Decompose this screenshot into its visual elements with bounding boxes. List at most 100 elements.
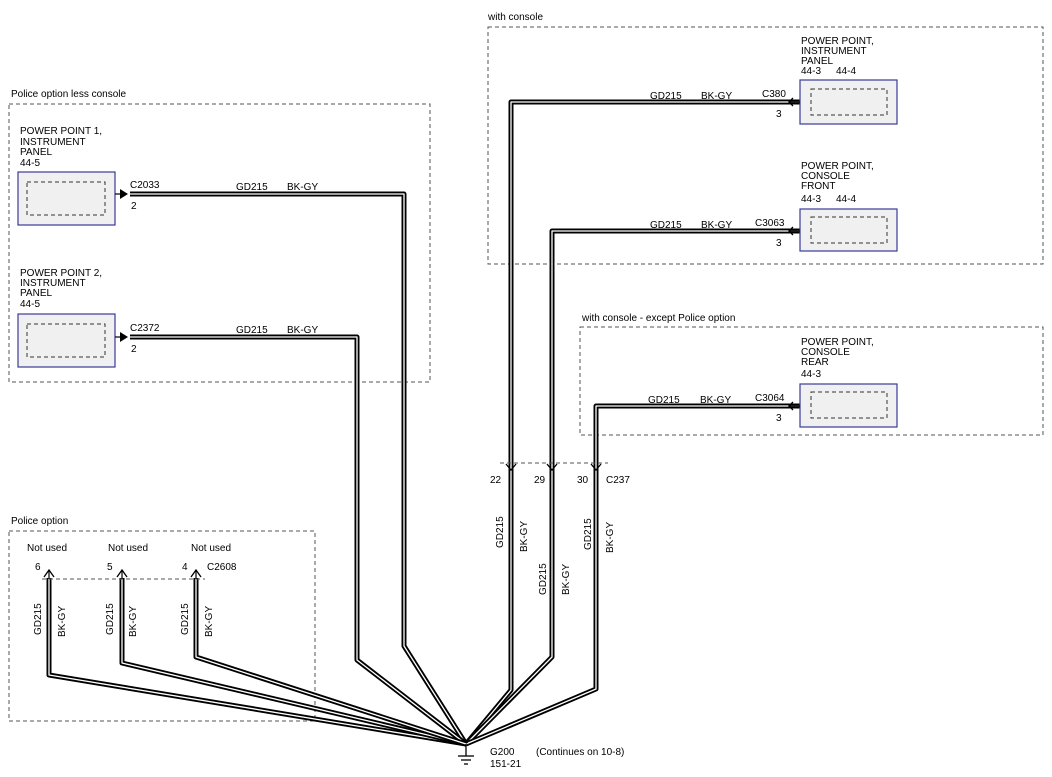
wire-color-label: BK-GY	[561, 564, 572, 595]
connector-c2372: C2372 2	[115, 323, 160, 355]
component-label-line2: CONSOLE	[801, 347, 850, 358]
connector-c2608: Not used Not used Not used 6 5 4 C2608	[27, 543, 237, 580]
connector-c3063: C3063 3	[755, 218, 800, 249]
component-power-point-instrument-panel: POWER POINT, INSTRUMENT PANEL 44-3 44-4	[799, 36, 898, 125]
ground-id: G200	[490, 747, 515, 758]
connector-id: C237	[606, 475, 630, 486]
wire-harness	[46, 99, 800, 747]
connector-c2033: C2033 2	[115, 180, 160, 212]
component-ref-1: 44-5	[20, 299, 40, 310]
component-label-line2: INSTRUMENT	[801, 46, 867, 57]
wire-color-label: BK-GY	[287, 325, 318, 336]
connector-c3064: C3064 3	[755, 393, 800, 424]
wire-circuit-label: GD215	[180, 603, 191, 635]
inline-pin-icon	[590, 463, 602, 472]
region-police-less-console: Police option less console	[8, 89, 431, 383]
connector-id: C2608	[207, 562, 237, 573]
wire-c3063-to-ground	[464, 228, 800, 746]
component-label-line3: REAR	[801, 357, 829, 368]
wire-color-label: BK-GY	[287, 182, 318, 193]
wire-circuit-label: GD215	[650, 91, 682, 102]
region-console-except-police: with console - except Police option	[579, 313, 1044, 436]
component-label-line1: POWER POINT,	[801, 337, 874, 348]
component-label-line3: PANEL	[801, 56, 833, 67]
component-ref-2: 44-4	[836, 66, 856, 77]
region-label-police-option: Police option	[11, 516, 68, 527]
connector-pin: 2	[131, 344, 137, 355]
region-label-police-less-console: Police option less console	[11, 89, 127, 100]
connector-id: C380	[762, 89, 786, 100]
wire-color-label: BK-GY	[519, 521, 530, 552]
wire-color-label: BK-GY	[128, 606, 139, 637]
component-label-line3: PANEL	[20, 288, 52, 299]
connector-pin: 3	[776, 413, 782, 424]
ground-ref: 151-21	[490, 759, 522, 770]
component-label-line1: POWER POINT,	[801, 161, 874, 172]
wire-circuit-label: GD215	[650, 220, 682, 231]
wire-color-label: BK-GY	[701, 220, 732, 231]
component-ref-1: 44-3	[801, 369, 821, 380]
component-ref-1: 44-5	[20, 158, 40, 169]
inline-pin-icon	[505, 463, 517, 472]
component-power-point-2-instrument-panel: POWER POINT 2, INSTRUMENT PANEL 44-5	[17, 268, 116, 368]
wire-c2033-to-ground	[130, 191, 469, 746]
component-ref-2: 44-4	[836, 194, 856, 205]
not-used-label: Not used	[191, 543, 231, 554]
component-ref-1: 44-3	[801, 194, 821, 205]
wire-circuit-label: GD215	[648, 395, 680, 406]
connector-pin: 22	[490, 475, 502, 486]
connector-pin: 6	[35, 562, 41, 573]
connector-pin: 2	[131, 201, 137, 212]
component-label-line1: POWER POINT 2,	[20, 268, 102, 279]
wire-circuit-label: GD215	[538, 563, 549, 595]
wire-circuit-label: GD215	[33, 603, 44, 635]
not-used-label: Not used	[27, 543, 67, 554]
connector-pin: 3	[776, 109, 782, 120]
connector-id: C2372	[130, 323, 160, 334]
region-with-console: with console	[487, 12, 1044, 265]
ground-g200: G200 151-21 (Continues on 10-8)	[458, 744, 624, 770]
wire-color-label: BK-GY	[701, 91, 732, 102]
component-label-line3: FRONT	[801, 181, 835, 192]
ground-icon	[458, 755, 474, 765]
wire-circuit-label: GD215	[495, 516, 506, 548]
component-label-line3: PANEL	[20, 147, 52, 158]
region-police-option: Police option	[8, 516, 316, 722]
wire-c2608-5-to-ground	[119, 578, 467, 747]
wire-c380-to-ground	[464, 99, 800, 746]
connector-pin: 29	[534, 475, 546, 486]
wire-circuit-label: GD215	[236, 325, 268, 336]
wire-c2372-to-ground	[130, 334, 468, 746]
connector-pin: 3	[776, 238, 782, 249]
component-ref-1: 44-3	[801, 66, 821, 77]
male-pin-icon	[120, 332, 128, 342]
component-power-point-console-rear: POWER POINT, CONSOLE REAR 44-3	[799, 337, 898, 428]
connector-id: C3063	[755, 218, 785, 229]
wire-circuit-label: GD215	[583, 518, 594, 550]
component-label-line1: POWER POINT,	[801, 36, 874, 47]
connector-pin: 5	[107, 562, 113, 573]
wire-color-label: BK-GY	[605, 522, 616, 553]
wire-color-label: BK-GY	[204, 606, 215, 637]
connector-pin: 30	[577, 475, 589, 486]
connector-id: C2033	[130, 180, 160, 191]
wire-color-label: BK-GY	[700, 395, 731, 406]
wire-c3064-to-ground	[465, 403, 800, 747]
wire-circuit-label: GD215	[236, 182, 268, 193]
male-pin-icon	[120, 189, 128, 199]
inline-pin-icon	[546, 463, 558, 472]
wire-c2608-4-to-ground	[193, 578, 467, 747]
ground-continues-note: (Continues on 10-8)	[536, 747, 624, 758]
region-label-console-except-police: with console - except Police option	[581, 313, 735, 324]
wire-circuit-label: GD215	[105, 603, 116, 635]
wire-c2608-6-to-ground	[46, 578, 467, 747]
component-power-point-console-front: POWER POINT, CONSOLE FRONT 44-3 44-4	[799, 161, 898, 252]
connector-c237: 22 29 30 C237	[490, 462, 630, 486]
component-label-line1: POWER POINT 1,	[20, 126, 102, 137]
component-label-line2: INSTRUMENT	[20, 137, 86, 148]
wire-color-label: BK-GY	[57, 606, 68, 637]
region-label-with-console: with console	[487, 12, 543, 23]
not-used-label: Not used	[108, 543, 148, 554]
connector-pin: 4	[182, 562, 188, 573]
